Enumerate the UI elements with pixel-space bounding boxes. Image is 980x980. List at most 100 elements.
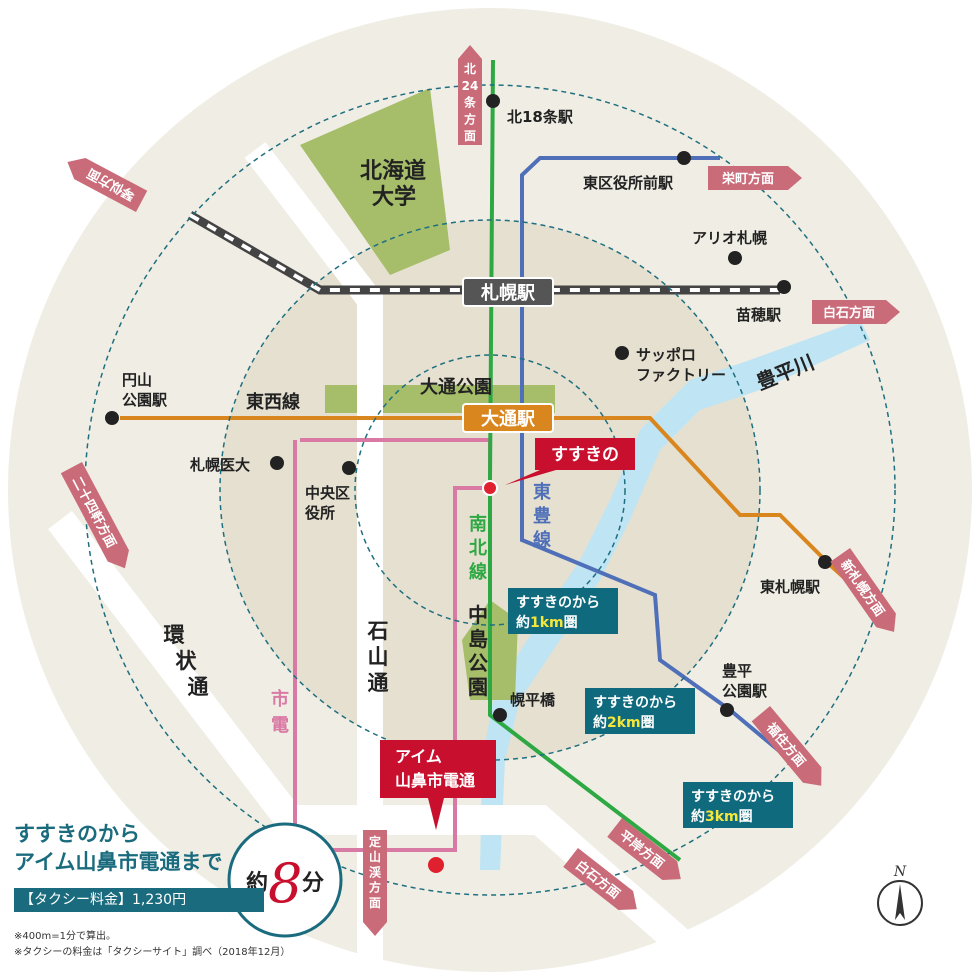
station-horohirabashi: 幌平橋 — [493, 691, 556, 722]
svg-text:役所: 役所 — [305, 504, 335, 522]
info-title-line2: アイム山鼻市電通まで — [14, 849, 223, 874]
hokudai-park — [300, 88, 450, 275]
road-diagonal-north — [244, 142, 381, 308]
svg-text:円山: 円山 — [122, 371, 152, 389]
taxi-fare: 【タクシー料金】1,230円 — [14, 888, 264, 912]
svg-text:方: 方 — [369, 880, 381, 895]
svg-text:山: 山 — [369, 849, 381, 864]
svg-text:市: 市 — [271, 688, 289, 710]
svg-text:東札幌駅: 東札幌駅 — [760, 578, 821, 596]
odori-station: 大通駅 — [462, 403, 554, 433]
svg-text:すすきの: すすきの — [551, 445, 619, 465]
compass: N — [877, 864, 923, 926]
ring-1km — [354, 354, 626, 626]
svg-text:豊平: 豊平 — [722, 662, 752, 680]
svg-text:中央区: 中央区 — [305, 484, 350, 502]
streetcar-label: 市電 — [271, 688, 289, 736]
svg-text:渓: 渓 — [369, 864, 382, 879]
target-marker: アイム山鼻市電通 — [380, 740, 496, 873]
toho-label: 東豊線 — [533, 481, 551, 551]
svg-text:サッポロ: サッポロ — [636, 346, 696, 364]
station-markers: 北18条駅東区役所前駅アリオ札幌苗穂駅サッポロファクトリー円山公園駅札幌医大中央… — [105, 94, 832, 722]
ishiyama-label: 石山通 — [367, 619, 389, 695]
svg-text:通: 通 — [188, 675, 209, 699]
svg-text:定: 定 — [369, 834, 381, 849]
info-title: すすきのから アイム山鼻市電通まで — [14, 820, 223, 876]
svg-text:北: 北 — [464, 61, 476, 76]
svg-text:状: 状 — [176, 649, 198, 673]
svg-text:24: 24 — [462, 79, 479, 93]
note-2: ※タクシーの料金は「タクシーサイト」調べ（2018年12月） — [14, 947, 291, 958]
sapporo-station: 札幌駅 — [462, 277, 554, 307]
svg-text:苗穂駅: 苗穂駅 — [736, 306, 782, 324]
svg-text:札幌医大: 札幌医大 — [189, 456, 250, 474]
svg-text:すすきのから約1km圏: すすきのから約1km圏 — [516, 595, 600, 631]
note-1: ※400m=1分で算出。 — [14, 931, 116, 942]
station-naebo: 苗穂駅 — [736, 280, 791, 324]
station-kita18: 北18条駅 — [486, 94, 574, 126]
svg-text:白石方面: 白石方面 — [823, 305, 875, 321]
svg-text:東区役所前駅: 東区役所前駅 — [583, 174, 674, 192]
svg-text:南: 南 — [469, 513, 487, 535]
svg-text:条: 条 — [463, 95, 477, 110]
station-higashikuyakusho: 東区役所前駅 — [583, 151, 691, 192]
svg-text:幌平橋: 幌平橋 — [510, 691, 556, 709]
info-title-line1: すすきのから — [14, 821, 140, 846]
direction-sakaemachi: 栄町方面 — [708, 166, 802, 190]
svg-text:分: 分 — [302, 870, 324, 896]
svg-text:N: N — [893, 864, 907, 880]
ring-label-1km: すすきのから約1km圏 — [508, 588, 618, 634]
svg-text:ファクトリー: ファクトリー — [636, 366, 726, 384]
svg-text:8: 8 — [268, 852, 302, 915]
jr-line-dark — [187, 211, 780, 295]
svg-text:大通駅: 大通駅 — [481, 408, 536, 430]
hokudai-label: 北海道大学 — [360, 158, 426, 210]
ring-label-3km: すすきのから約3km圏 — [683, 782, 793, 828]
station-ario: アリオ札幌 — [692, 229, 767, 265]
namboku-label: 南北線 — [469, 513, 487, 583]
svg-text:方: 方 — [464, 111, 476, 126]
svg-text:札幌駅: 札幌駅 — [480, 282, 536, 304]
svg-text:園: 園 — [468, 675, 488, 699]
time-badge: 約 8 分 — [227, 822, 343, 938]
svg-text:すすきのから約2km圏: すすきのから約2km圏 — [593, 695, 677, 731]
svg-text:北18条駅: 北18条駅 — [507, 108, 574, 126]
toho-line — [520, 156, 792, 762]
ring-label-2km: すすきのから約2km圏 — [585, 688, 695, 734]
svg-text:島: 島 — [468, 627, 488, 651]
svg-text:面: 面 — [369, 896, 381, 910]
station-higashisapporo: 東札幌駅 — [760, 555, 832, 596]
namboku-line — [488, 59, 682, 862]
svg-text:アリオ札幌: アリオ札幌 — [692, 229, 767, 247]
svg-text:公園駅: 公園駅 — [122, 391, 168, 409]
svg-text:通: 通 — [368, 671, 389, 695]
svg-text:栄町方面: 栄町方面 — [721, 171, 774, 187]
svg-text:アイム山鼻市電通: アイム山鼻市電通 — [395, 747, 475, 790]
svg-text:面: 面 — [464, 129, 476, 143]
svg-text:北: 北 — [469, 538, 487, 559]
odori-park-label: 大通公園 — [420, 376, 492, 398]
svg-text:線: 線 — [469, 561, 487, 583]
svg-text:公園駅: 公園駅 — [722, 682, 768, 700]
kanjo-label: 環状通 — [164, 623, 209, 699]
svg-text:中: 中 — [468, 603, 488, 627]
susukino-marker: すすきの — [482, 438, 635, 496]
svg-text:環: 環 — [164, 623, 186, 647]
svg-text:東: 東 — [533, 481, 551, 503]
svg-text:公: 公 — [468, 651, 488, 675]
direction-kita24: 北 24 条方面 — [458, 45, 482, 145]
svg-text:電: 電 — [271, 715, 289, 736]
svg-text:すすきのから約3km圏: すすきのから約3km圏 — [691, 789, 775, 825]
tozai-label: 東西線 — [246, 391, 300, 413]
svg-text:線: 線 — [533, 529, 551, 551]
svg-text:山: 山 — [368, 645, 389, 669]
station-idai: 札幌医大 — [189, 456, 284, 474]
svg-text:石: 石 — [367, 619, 389, 643]
